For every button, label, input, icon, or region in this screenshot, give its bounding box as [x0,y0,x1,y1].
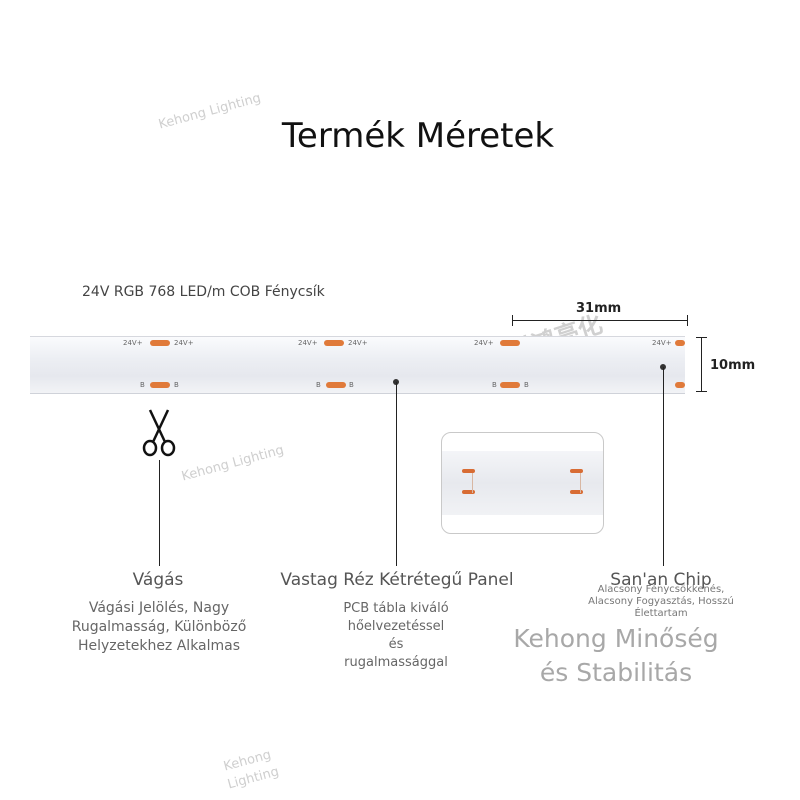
quality-line-1: Kehong Minőség [513,624,719,653]
width-tick-bottom [696,391,707,392]
strip-marking-b: B [140,381,145,389]
panel-description-line: PCB tábla kiváló [343,601,449,616]
panel-description-line: rugalmassággal [344,655,448,670]
copper-pad [675,382,685,388]
copper-pad [500,382,520,388]
chip-description-line: Élettartam [634,608,688,619]
copper-pad [150,382,170,388]
copper-pad [326,382,346,388]
strip-marking-b: B [174,381,179,389]
width-label: 10mm [710,358,756,373]
product-name: 24V RGB 768 LED/m COB Fénycsík [82,284,325,300]
strip-detail-closeup [441,432,604,534]
chip-description-line: Alacsony Fénycsökkenés, [597,584,725,595]
copper-pad [150,340,170,346]
led-strip [30,336,685,394]
copper-pad [324,340,344,346]
width-tick-top [696,337,707,338]
strip-marking-plus: 24V+ [652,339,672,347]
chip-leader-line [663,367,664,566]
page-title: Termék Méretek [281,116,555,156]
strip-marking-plus: 24V+ [174,339,194,347]
cut-leader-line [159,460,160,566]
copper-pad [462,490,475,494]
panel-title: Vastag Réz Kétrétegű Panel [280,570,514,590]
copper-pad [675,340,685,346]
cut-title: Vágás [132,570,184,590]
strip-marking-b: B [316,381,321,389]
strip-marking-b: B [349,381,354,389]
chip-description-line: Alacsony Fogyasztás, Hosszú [588,596,734,607]
width-dimension-line [701,337,702,392]
cut-description: Vágási Jelölés, Nagy Rugalmasság, Különb… [71,600,247,654]
length-dimension-line [512,320,688,321]
copper-pad [570,490,583,494]
closeup-strip-band [442,451,603,515]
strip-marking-b: B [492,381,497,389]
quality-line-2: és Stabilitás [539,658,693,687]
length-label: 31mm [576,301,622,316]
panel-leader-line [396,382,397,566]
chip-title: San'an Chip [610,570,712,590]
strip-marking-plus: 24V+ [298,339,318,347]
watermark-brand-2: Kehong Lighting [180,442,286,485]
strip-marking-plus: 24V+ [348,339,368,347]
length-tick-right [687,315,688,326]
strip-marking-b: B [524,381,529,389]
copper-pad [462,469,475,473]
scissors-icon [142,409,176,457]
length-tick-left [512,315,513,326]
closeup-divider [472,473,473,493]
panel-description: PCB tábla kiváló hőelvezetéssel és rugal… [316,600,476,672]
strip-marking-plus: 24V+ [123,339,143,347]
closeup-divider [580,473,581,493]
copper-pad [500,340,520,346]
panel-description-line: hőelvezetéssel [347,619,445,634]
strip-marking-plus: 24V+ [474,339,494,347]
quality-statement: Kehong Minőség és Stabilitás [486,622,746,690]
copper-pad [570,469,583,473]
chip-description: Alacsony Fénycsökkenés, Alacsony Fogyasz… [576,584,746,620]
panel-description-line: és [388,637,404,652]
